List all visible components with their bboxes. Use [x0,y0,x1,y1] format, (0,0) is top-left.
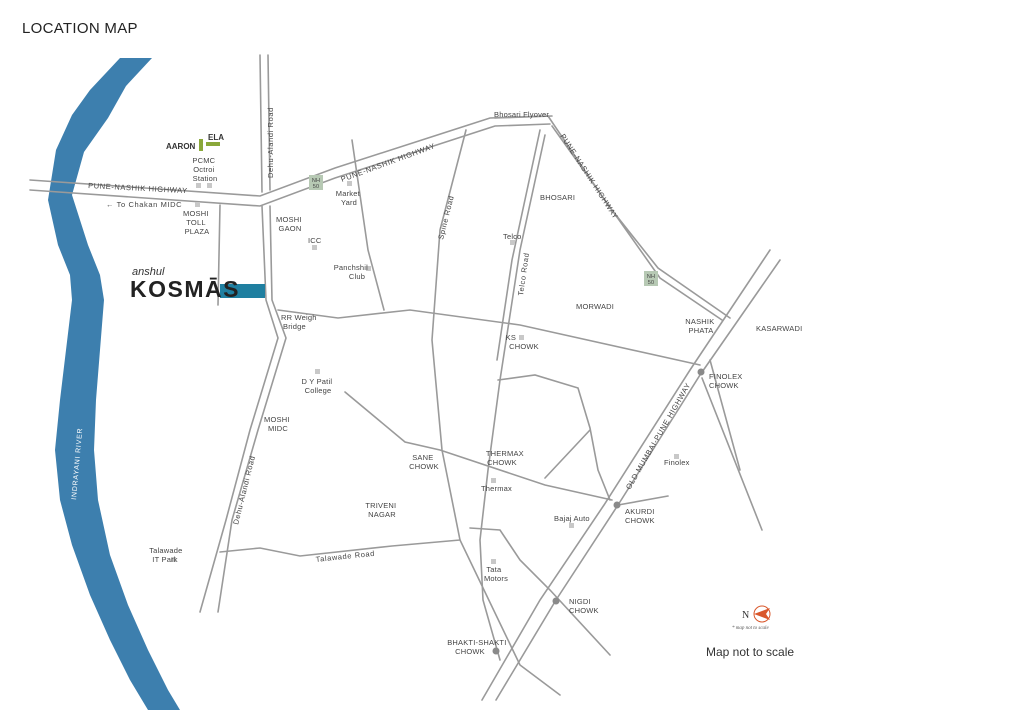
highway-label-west: PUNE-NASHIK HIGHWAY [88,181,188,195]
nigdi-label: NIGDI CHOWK [569,597,599,615]
talawade-road [219,539,461,557]
nh-shield-east: NH 50 [644,271,658,286]
triveni-label: TRIVENI NAGAR [365,501,398,519]
to-chakan-label: ← To Chakan MIDC [106,200,182,209]
dehu-alandi-south-label: Dehu-Alandi Road [231,455,257,526]
ks-chowk-label: KS CHOWK [506,333,539,351]
nashik-phata-label: NASHIK PHATA [685,317,716,335]
dehu-alandi-road-south [199,205,279,613]
pune-nashik-highway-east [547,115,731,319]
aaron-marker [199,139,203,151]
moshi-toll-label: MOSHI TOLL PLAZA [183,209,211,236]
bajaj-label: Bajaj Auto [554,514,590,523]
telco-label: Telco [503,232,522,241]
finolex-label: Finolex [664,458,690,467]
aaron-label: AARON [166,142,196,151]
thermax-label: Thermax [481,484,512,493]
bhosari-label: BHOSARI [540,193,575,202]
north-compass: N [742,605,771,623]
old-mumbai-pune-label: OLD MUMBAI-PUNE HIGHWAY [624,381,693,491]
svg-text:NH: NH [647,274,655,280]
tata-label: Tata Motors [484,565,508,583]
thermax-chowk-label: THERMAX CHOWK [486,449,526,467]
panchshil-label: Panchshil Club [334,263,371,281]
chowk-dots [492,368,705,655]
project-brand-prefix: anshul [132,266,165,278]
compass-arrow-icon [754,608,770,620]
indrayani-river [48,58,180,710]
pcmc-label: PCMC Octroi Station [192,156,217,183]
svg-text:50: 50 [313,184,320,190]
talawade-it-label: Talawade IT Park [149,546,185,564]
telco-road [479,134,546,661]
bhosari-flyover-label: Bhosari Flyover [494,110,549,119]
map-title: LOCATION MAP [22,20,138,37]
svg-text:50: 50 [648,280,655,286]
landmark-dots [171,181,679,564]
dehu-alandi-road-north [259,54,263,193]
sane-chowk-label: SANE CHOWK [409,453,439,471]
project-location-marker[interactable] [220,284,265,298]
moshi-midc-label: MOSHI MIDC [264,415,292,433]
dehu-alandi-north-label: Dehu-Alandi Road [266,107,275,178]
rr-weigh-label: RR Weigh Bridge [281,313,319,331]
nh-shield-west: NH 50 [309,175,323,190]
road-network [29,54,781,701]
ela-marker [206,142,220,146]
compass-letter: N [742,610,749,621]
highway-label-east: PUNE-NASHIK HIGHWAY [558,132,620,221]
market-yard-label: Market Yard [336,189,362,207]
moshi-gaon-label: MOSHI GAON [276,215,304,233]
icc-label: ICC [308,236,322,245]
morwadi-label: MORWADI [576,302,614,311]
finolex-chowk-label: FINOLEX CHOWK [709,372,745,390]
compass-note: * map not to scale [732,626,769,631]
bhakti-label: BHAKTI-SHAKTI CHOWK [447,638,509,656]
scale-note: Map not to scale [706,645,795,659]
spine-road-label: Spine Road [436,194,456,240]
ela-label: ELA [208,133,224,142]
dy-patil-label: D Y Patil College [301,377,334,395]
project-brand-name: KOSMĀS [130,276,240,302]
talawade-road-label: Talawade Road [315,549,375,564]
akurdi-label: AKURDI CHOWK [625,507,657,525]
svg-text:NH: NH [312,178,320,184]
kasarwadi-label: KASARWADI [756,324,802,333]
